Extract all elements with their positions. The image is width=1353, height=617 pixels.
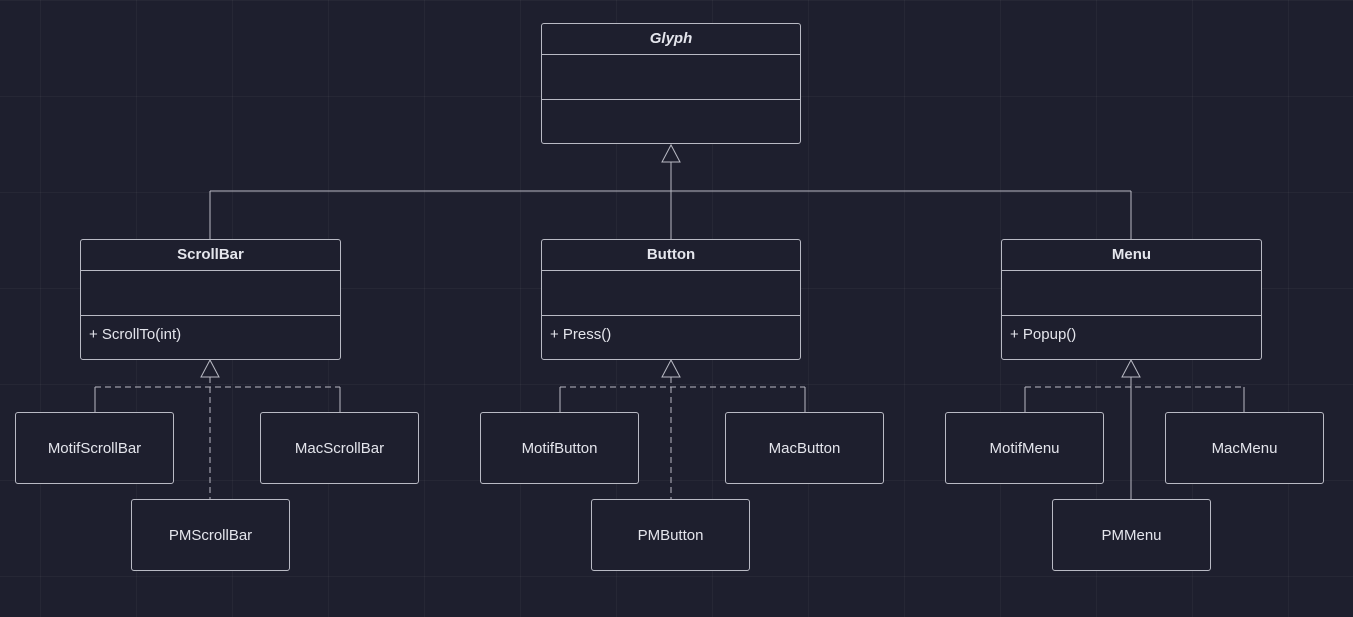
button-realization: [559, 358, 806, 499]
realization-arrowhead: [200, 358, 220, 378]
class-macbutton[interactable]: MacButton: [725, 412, 884, 484]
class-motifscrollbar[interactable]: MotifScrollBar: [15, 412, 174, 484]
class-attributes: [542, 271, 800, 316]
class-operation: + Popup(): [1010, 326, 1077, 343]
class-name: Button: [542, 240, 800, 271]
realization-arrowhead: [1121, 358, 1141, 378]
class-motifmenu[interactable]: MotifMenu: [945, 412, 1104, 484]
glyph-generalization: [209, 143, 1132, 239]
class-macscrollbar[interactable]: MacScrollBar: [260, 412, 419, 484]
class-pmscrollbar[interactable]: PMScrollBar: [131, 499, 290, 571]
realization-arrowhead: [661, 358, 681, 378]
class-pmmenu[interactable]: PMMenu: [1052, 499, 1211, 571]
class-attributes: [1002, 271, 1261, 316]
class-name: ScrollBar: [81, 240, 340, 271]
menu-realization: [1024, 358, 1245, 499]
class-button[interactable]: Button + Press(): [541, 239, 801, 360]
class-motifbutton[interactable]: MotifButton: [480, 412, 639, 484]
class-name: Menu: [1002, 240, 1261, 271]
class-operations: [542, 100, 800, 144]
class-attributes: [81, 271, 340, 316]
class-name: Glyph: [542, 24, 800, 55]
class-glyph[interactable]: Glyph: [541, 23, 801, 144]
class-pmbutton[interactable]: PMButton: [591, 499, 750, 571]
class-macmenu[interactable]: MacMenu: [1165, 412, 1324, 484]
class-scrollbar[interactable]: ScrollBar + ScrollTo(int): [80, 239, 341, 360]
class-attributes: [542, 55, 800, 100]
class-operation: + Press(): [550, 326, 612, 343]
class-operation: + ScrollTo(int): [89, 326, 182, 343]
class-menu[interactable]: Menu + Popup(): [1001, 239, 1262, 360]
inheritance-arrowhead: [661, 143, 681, 163]
scrollbar-realization: [94, 358, 341, 499]
